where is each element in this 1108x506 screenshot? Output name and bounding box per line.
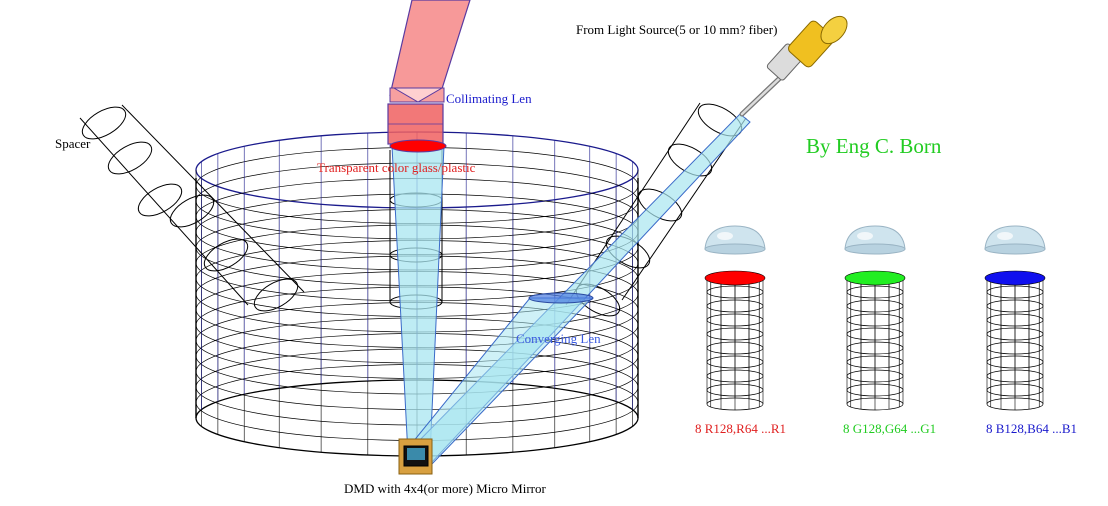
dome-lens-icon xyxy=(844,225,906,255)
channel-blue xyxy=(984,225,1046,411)
author-label: By Eng C. Born xyxy=(806,134,942,158)
dmd-label: DMD with 4x4(or more) Micro Mirror xyxy=(344,481,546,496)
fiber-connector-icon xyxy=(739,15,848,117)
collimating-lens xyxy=(387,87,444,145)
dome-lens-icon xyxy=(984,225,1046,255)
transparent-glass-label: Transparent color glass/plastic xyxy=(317,160,476,175)
channel-color-disk xyxy=(844,270,906,286)
red-channel-label: 8 R128,R64 ...R1 xyxy=(695,421,786,436)
dome-lens-icon xyxy=(704,225,766,255)
converging-lens-label: Converging Len xyxy=(516,331,601,346)
channel-color-disk xyxy=(984,270,1046,286)
light-source-label: From Light Source(5 or 10 mm? fiber) xyxy=(576,22,777,37)
spacer-tube xyxy=(79,104,305,312)
channel-red xyxy=(704,225,766,411)
transparent-color-glass xyxy=(389,139,447,153)
dmd-chip xyxy=(398,438,433,475)
color-channels xyxy=(704,225,1046,411)
cyan-beams xyxy=(391,113,751,465)
red-light-beam xyxy=(389,0,471,103)
collimating-lens-label: Collimating Len xyxy=(446,91,532,106)
channel-color-disk xyxy=(704,270,766,286)
green-channel-label: 8 G128,G64 ...G1 xyxy=(843,421,936,436)
channel-green xyxy=(844,225,906,411)
spacer-label: Spacer xyxy=(55,136,91,151)
blue-channel-label: 8 B128,B64 ...B1 xyxy=(986,421,1077,436)
converging-lens xyxy=(528,292,594,304)
